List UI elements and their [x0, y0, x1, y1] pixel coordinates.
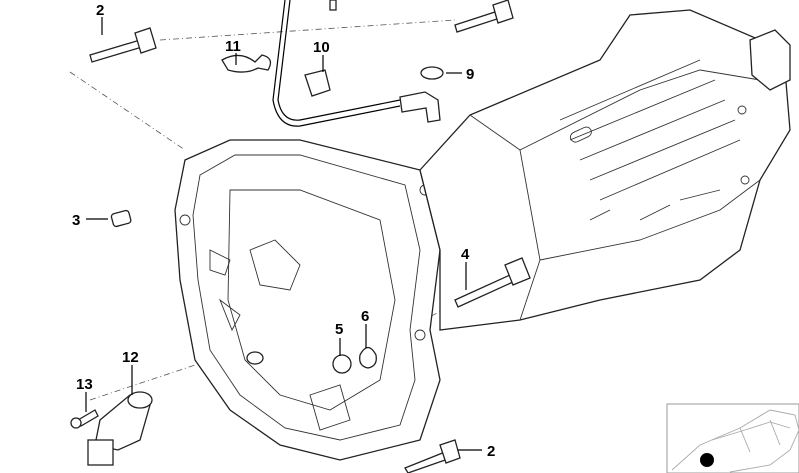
callout-10: 10	[313, 39, 330, 56]
bolt-part-2	[89, 27, 157, 63]
sleeve-part-3	[110, 209, 132, 228]
clamp-part-9	[420, 66, 444, 80]
bolt-part-2-b	[454, 0, 514, 33]
callout-3: 3	[72, 212, 80, 229]
callout-9: 9	[466, 66, 474, 83]
bolt-part-4	[454, 257, 531, 308]
bolt-part-2-bottom	[404, 439, 461, 473]
vent-pipe-outline	[272, 0, 401, 127]
alignment-line	[159, 19, 456, 41]
location-marker-icon	[700, 453, 714, 467]
callout-5: 5	[335, 321, 343, 338]
callout-4: 4	[461, 246, 470, 263]
alignment-line	[89, 359, 211, 401]
alignment-line	[69, 71, 186, 151]
callout-2-top: 2	[96, 2, 104, 19]
vent-pipe	[277, 0, 401, 121]
screw-part-13	[70, 409, 99, 429]
nut-part-5	[332, 354, 352, 374]
callout-13: 13	[76, 376, 93, 393]
callout-11: 11	[225, 38, 241, 55]
callout-6: 6	[361, 308, 369, 325]
transmission-housing	[174, 9, 791, 461]
sensor-part-12	[87, 391, 153, 466]
callout-12: 12	[122, 349, 139, 366]
clip-part-10	[304, 69, 331, 97]
clip-part-11	[221, 54, 272, 73]
callout-2-bottom: 2	[487, 443, 495, 460]
vent-elbow	[399, 91, 441, 123]
vehicle-location-thumbnail	[666, 403, 799, 473]
pipe-fitting	[329, 0, 337, 11]
seal-part-6	[359, 346, 377, 369]
